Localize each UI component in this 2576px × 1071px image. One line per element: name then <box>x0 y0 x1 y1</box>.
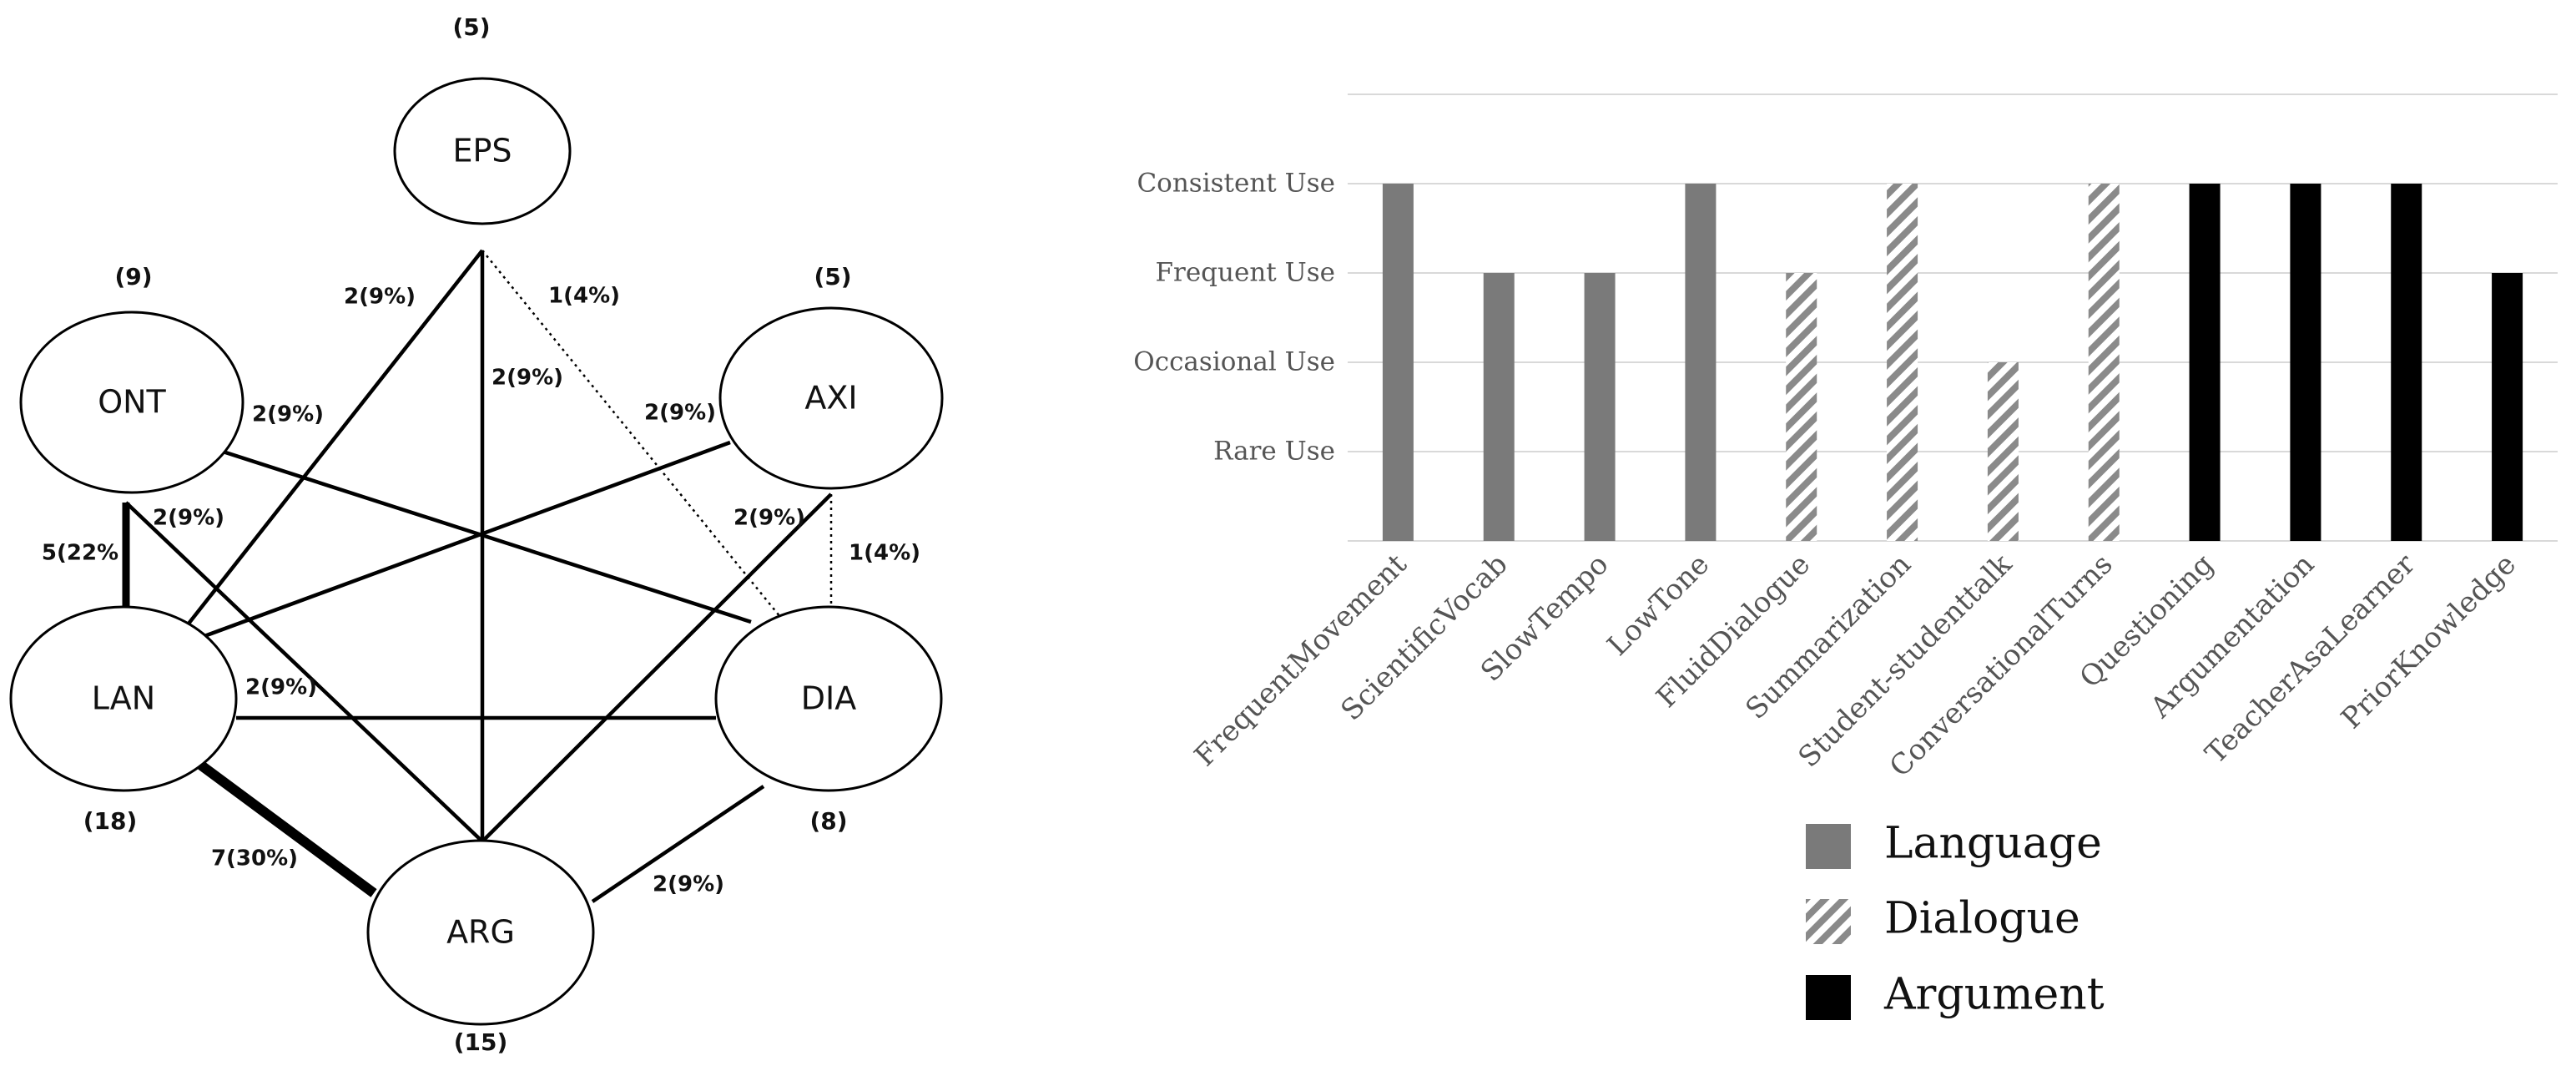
bar-argumentation <box>2290 184 2321 541</box>
y-tick-label: Frequent Use <box>1156 258 1336 288</box>
bar-slowtempo <box>1584 273 1616 541</box>
edge-dia-arg <box>591 785 765 903</box>
bar-teacherasalearner <box>2391 184 2422 541</box>
edge-label-axi-lan: 2(9%) <box>644 401 716 426</box>
node-label-eps: EPS <box>452 133 512 169</box>
edge-label-ont-dia: 2(9%) <box>252 402 324 427</box>
node-label-dia: DIA <box>801 680 856 717</box>
bar-student-studenttalk <box>1987 362 2019 541</box>
bar-questioning <box>2189 184 2221 541</box>
edge-ont-arg <box>124 501 484 843</box>
edge-label-dia-arg: 2(9%) <box>653 872 724 897</box>
node-label-axi: AXI <box>804 380 857 417</box>
edge-eps-dia <box>481 250 781 618</box>
bar-chart: Rare Use Occasional Use Frequent Use Consis… <box>1133 93 2558 1020</box>
node-count-dia: (8) <box>809 807 847 835</box>
x-category-label: PriorKnowledge <box>2335 548 2523 735</box>
y-tick-label: Consistent Use <box>1137 169 1335 199</box>
node-lan <box>9 605 238 792</box>
node-arg <box>366 839 595 1026</box>
node-ont <box>19 311 244 494</box>
edge-label-axi-arg: 2(9%) <box>733 506 805 531</box>
edge-label-ont-lan: 5(22% <box>42 541 118 566</box>
node-axi <box>718 306 944 490</box>
node-label-ont: ONT <box>98 384 166 421</box>
y-tick-label: Occasional Use <box>1133 347 1335 377</box>
node-label-lan: LAN <box>92 680 155 717</box>
chart-gridlines <box>1348 93 2558 542</box>
node-count-arg: (15) <box>454 1028 508 1056</box>
bar-summarization <box>1887 184 1918 541</box>
edge-label-eps-dia: 1(4%) <box>548 284 620 309</box>
edge-ont-dia <box>170 432 752 624</box>
edge-label-lan-arg: 7(30%) <box>211 846 298 871</box>
edge-label-eps-lan: 2(9%) <box>344 285 416 310</box>
chart-bars <box>1382 184 2523 541</box>
node-count-eps: (5) <box>452 13 490 41</box>
network-nodes: EPS (5) ONT (9) AXI (5) LAN (18) DIA (8) ARG (15) <box>9 13 944 1056</box>
node-count-ont: (9) <box>114 263 152 290</box>
edge-label-axi-dia: 1(4%) <box>849 541 920 566</box>
node-eps <box>393 77 572 225</box>
edge-label-eps-arg: 2(9%) <box>492 366 563 391</box>
edge-eps-lan <box>187 249 484 625</box>
bar-fluiddialogue <box>1786 273 1817 541</box>
edge-axi-lan <box>204 440 731 639</box>
node-label-arg: ARG <box>446 914 515 951</box>
edge-label-lan-dia: 2(9%) <box>245 675 317 700</box>
edge-axi-arg <box>481 493 833 843</box>
y-tick-label: Rare Use <box>1213 437 1335 467</box>
bar-lowtone <box>1685 184 1716 541</box>
chart-y-tick-labels: Rare Use Occasional Use Frequent Use Consis… <box>1133 169 1335 467</box>
node-dia <box>714 605 943 792</box>
bar-frequentmovement <box>1382 184 1414 541</box>
bar-priorknowledge <box>2492 273 2523 541</box>
node-count-lan: (18) <box>83 807 138 835</box>
edge-lan-arg <box>197 760 377 897</box>
edge-label-ont-arg: 2(9%) <box>153 506 224 531</box>
network-edges <box>122 249 833 903</box>
legend-label-language: Language <box>1884 819 2102 869</box>
bar-scientificvocab <box>1483 273 1515 541</box>
x-category-label: ScientificVocab <box>1334 548 1514 727</box>
bar-conversationalturns <box>2088 184 2120 541</box>
legend-swatch-dialogue <box>1806 899 1851 944</box>
legend-label-argument: Argument <box>1883 970 2105 1020</box>
network-edge-labels: 2(9%) 2(9%) 1(4%) 2(9%) 5(22% 2(9%) 2(9%) 2(9%)… <box>42 284 920 897</box>
legend-swatch-language <box>1806 824 1851 869</box>
legend-swatch-argument <box>1806 975 1851 1020</box>
chart-x-category-labels: FrequentMovementScientificVocabSlowTempo… <box>1188 548 2523 784</box>
network-diagram: EPS (5) ONT (9) AXI (5) LAN (18) DIA (8) ARG (15) 2… <box>9 13 944 1056</box>
node-count-axi: (5) <box>814 263 851 290</box>
legend-label-dialogue: Dialogue <box>1884 894 2080 944</box>
